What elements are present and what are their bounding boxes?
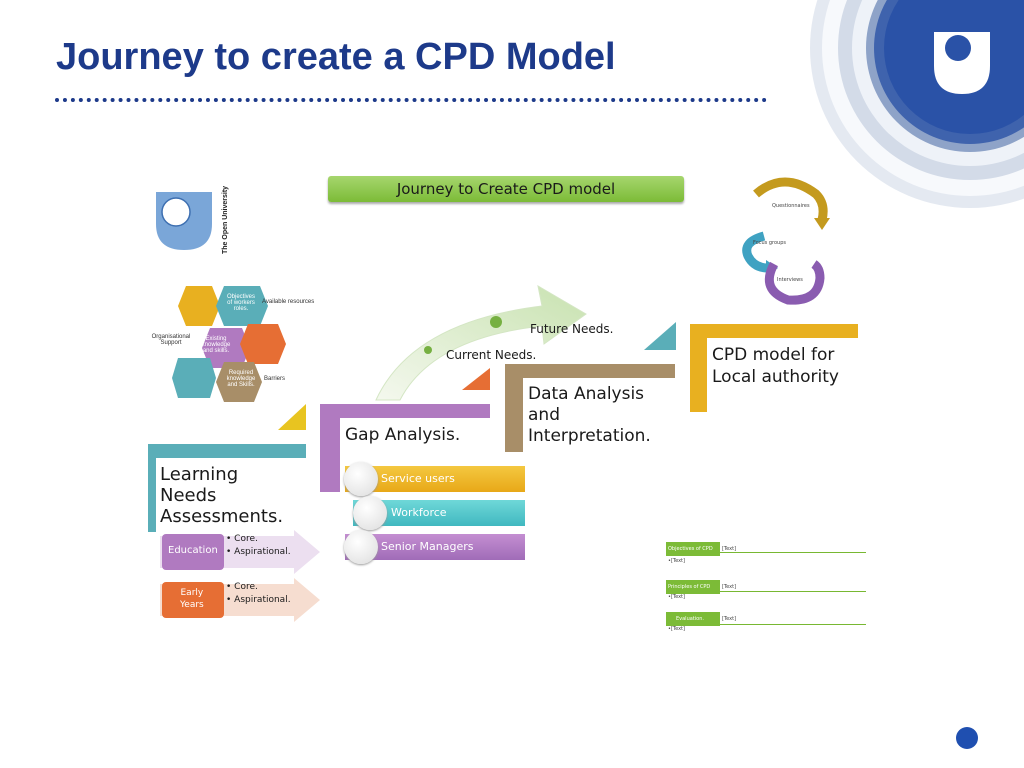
education-bullets: • Core. • Aspirational.	[226, 534, 291, 557]
cpd-row-label-bg: Principles of CPD	[666, 580, 720, 594]
gap-step-bar	[320, 404, 490, 418]
hex-existing-label: Existing knowledge and skills.	[201, 336, 231, 354]
group-bullet-circle	[344, 530, 378, 564]
cpd-row-sub: •[Text]	[668, 594, 685, 600]
hex-barriers-label: Barriers	[264, 376, 286, 382]
ou-diagram-logo	[156, 192, 212, 250]
orange-corner-triangle	[462, 368, 490, 390]
education-label: Education	[168, 545, 218, 556]
slide-indicator-dot	[956, 727, 978, 749]
education-arrow	[160, 530, 320, 574]
cpd-row-line	[720, 624, 866, 625]
data-step-bar	[505, 364, 675, 378]
title-divider	[55, 98, 767, 102]
cpd-step-side	[690, 324, 707, 412]
cpd-row-sub: •[Text]	[668, 558, 685, 564]
future-needs-label: Future Needs.	[530, 322, 614, 336]
cpd-components: Objectives of CPD [Text] •[Text] Princip…	[666, 540, 866, 632]
early-years-arrow	[160, 578, 320, 622]
cpd-row-line	[720, 591, 866, 592]
group-bullet-circle	[353, 496, 387, 530]
cpd-row-value: [Text]	[722, 546, 737, 552]
cpd-row-value: [Text]	[722, 584, 737, 590]
open-university-logo	[934, 32, 990, 94]
gold-corner-triangle	[278, 404, 306, 430]
learning-step-bar	[148, 444, 306, 458]
cpd-row-value: [Text]	[722, 616, 737, 622]
hexagon-cluster	[172, 286, 286, 402]
cycle-interviews: Interviews	[777, 277, 803, 283]
gap-step-side	[320, 404, 340, 492]
learning-step-side	[148, 444, 156, 532]
current-needs-label: Current Needs.	[446, 348, 537, 362]
early-years-bullets: • Core. • Aspirational.	[226, 582, 291, 605]
cycle-focus-groups: Focus groups	[753, 240, 786, 246]
hex-objectives-label: Objectives of workers roles.	[226, 294, 255, 312]
cpd-row-sub: •[Text]	[668, 626, 685, 632]
hex-organisational-label: Organisational Support	[151, 334, 191, 346]
hex-available-label: Available resources	[262, 299, 315, 305]
teal-corner-triangle	[644, 322, 676, 350]
banner-title: Journey to Create CPD model	[396, 180, 616, 198]
gap-step-label: Gap Analysis.	[345, 425, 461, 445]
cpd-row-line	[720, 552, 866, 553]
ou-vertical-logotype: The Open University	[222, 185, 229, 254]
hex-required-label: Required knowledge and Skills.	[226, 370, 256, 388]
slide-title: Journey to create a CPD Model	[56, 36, 616, 78]
cpd-row-label-bg: Objectives of CPD	[666, 542, 720, 556]
cpd-step-bar	[690, 324, 858, 338]
needs-arrow	[375, 285, 587, 401]
group-bullet-circle	[344, 462, 378, 496]
journey-banner: Journey to Create CPD model	[328, 176, 684, 202]
research-cycle	[742, 177, 830, 305]
data-step-side	[505, 364, 523, 452]
cpd-row-label-bg: Evaluation.	[666, 612, 720, 626]
cycle-questionnaires: Questionnaires	[772, 203, 810, 209]
